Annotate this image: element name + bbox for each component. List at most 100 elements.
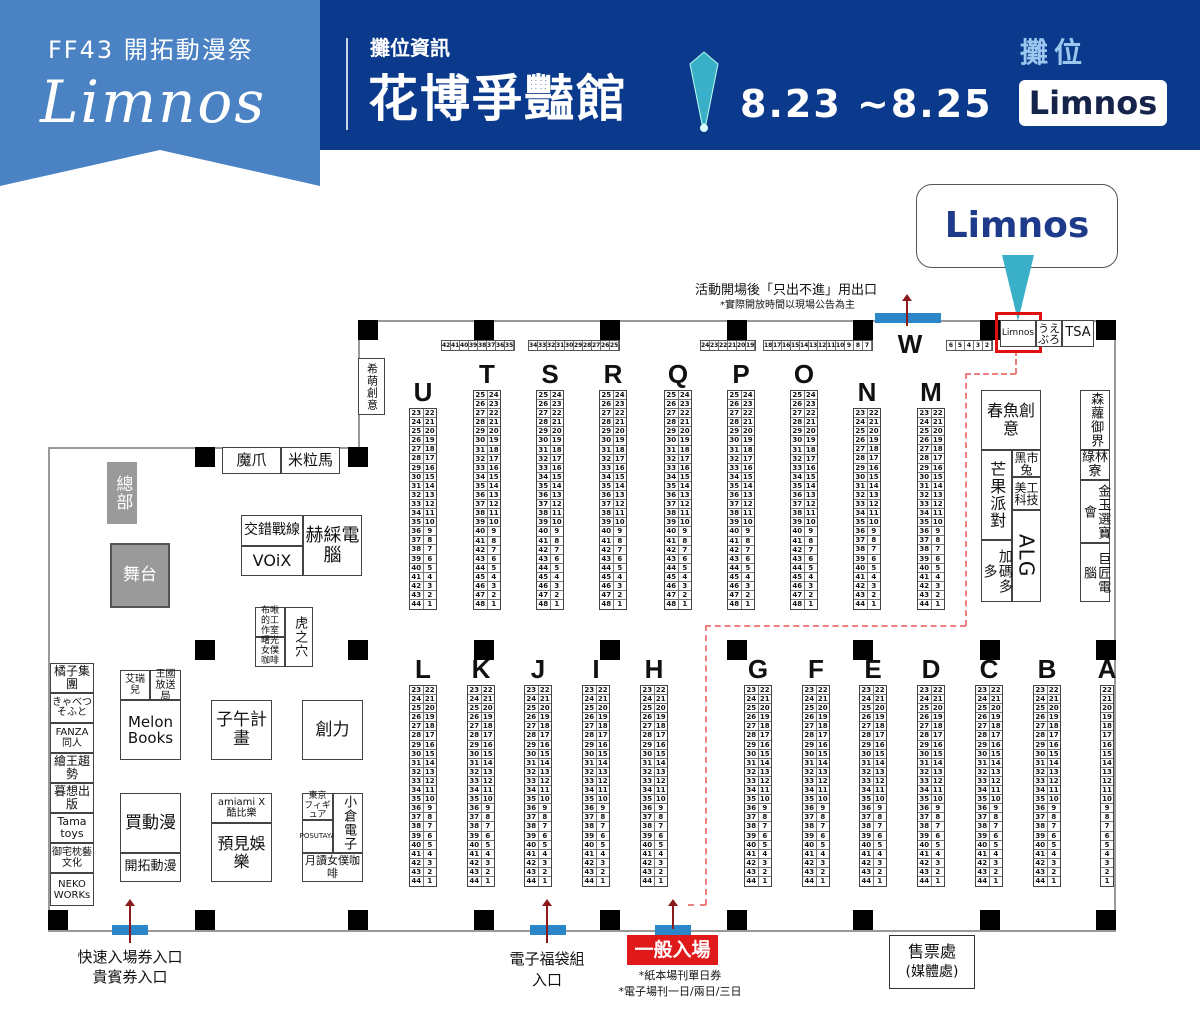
booth-cell[interactable]: 30: [525, 749, 539, 758]
booth-bujiu[interactable]: 布啾的工作室: [255, 606, 285, 637]
booth-cell[interactable]: 7: [554, 545, 560, 554]
booth-cell[interactable]: 34: [791, 472, 805, 481]
booth-cell[interactable]: 48: [728, 600, 742, 610]
booth-cell[interactable]: 7: [617, 545, 623, 554]
booth-cell[interactable]: 19: [990, 713, 1001, 722]
booth-cell[interactable]: 44: [583, 876, 597, 887]
booth-cell[interactable]: 36: [1034, 804, 1048, 813]
booth-cell[interactable]: 37: [918, 813, 932, 822]
booth-cell[interactable]: 17: [655, 731, 666, 740]
booth-cell[interactable]: 17: [932, 731, 943, 740]
booth-cell[interactable]: 2: [877, 867, 883, 876]
booth-cell[interactable]: 14: [817, 758, 828, 767]
booth-cell[interactable]: 3: [871, 581, 877, 590]
booth-cell[interactable]: 18: [932, 722, 943, 731]
booth-cell[interactable]: 44: [976, 876, 990, 887]
booth-maidongman[interactable]: 買動漫: [120, 793, 181, 853]
booth-cell[interactable]: 44: [600, 563, 614, 572]
booth-airuier[interactable]: 艾瑞兒: [120, 670, 150, 700]
booth-cell[interactable]: 7: [877, 822, 883, 831]
booth-cell[interactable]: 25: [854, 427, 868, 436]
booth-cell[interactable]: 17: [597, 731, 608, 740]
booth-cell[interactable]: 8: [808, 536, 814, 545]
booth-cell[interactable]: 39: [468, 831, 482, 840]
booth-cell[interactable]: 43: [474, 554, 488, 563]
booth-cell[interactable]: 23: [410, 409, 424, 418]
booth-cell[interactable]: 3: [1104, 858, 1110, 867]
booth-cell[interactable]: 23: [803, 686, 817, 695]
booth-cell[interactable]: 44: [410, 876, 424, 887]
booth-cell[interactable]: 20: [805, 427, 816, 436]
booth-cell[interactable]: 13: [482, 767, 493, 776]
booth-cell[interactable]: 15: [791, 341, 800, 350]
booth-cell[interactable]: 10: [614, 518, 625, 527]
booth-cell[interactable]: 24: [583, 695, 597, 704]
booth-cell[interactable]: 6: [871, 554, 877, 563]
booth-cell[interactable]: 25: [976, 704, 990, 713]
booth-cell[interactable]: 23: [854, 409, 868, 418]
booth-cell[interactable]: 4: [542, 849, 548, 858]
booth-cell[interactable]: 11: [488, 509, 499, 518]
booth-cell[interactable]: 1: [935, 599, 941, 608]
booth-cell[interactable]: 15: [597, 749, 608, 758]
booth-cell[interactable]: 18: [551, 445, 562, 454]
booth-jiama[interactable]: 加碼多多: [981, 540, 1013, 602]
booth-cell[interactable]: 8: [600, 813, 606, 822]
booth-cell[interactable]: 42: [918, 858, 932, 867]
booth-cell[interactable]: 11: [1102, 786, 1112, 795]
booth-cell[interactable]: 42: [854, 581, 868, 590]
general-entrance-door[interactable]: [655, 925, 691, 935]
booth-cell[interactable]: 5: [1051, 840, 1057, 849]
booth-tama[interactable]: Tama toys: [50, 813, 94, 843]
booth-cell[interactable]: 11: [424, 509, 435, 518]
booth-cell[interactable]: 17: [805, 454, 816, 463]
booth-cell[interactable]: 14: [874, 758, 885, 767]
booth-cell[interactable]: 26: [854, 436, 868, 445]
booth-cell[interactable]: 7: [808, 545, 814, 554]
booth-cell[interactable]: 25: [525, 704, 539, 713]
booth-cell[interactable]: 16: [742, 463, 753, 472]
booth-cell[interactable]: 26: [665, 400, 679, 409]
booth-cell[interactable]: 14: [482, 758, 493, 767]
booth-cell[interactable]: 16: [868, 463, 879, 472]
booth-cell[interactable]: 32: [410, 767, 424, 776]
booth-cell[interactable]: 7: [427, 545, 433, 554]
booth-cell[interactable]: 42: [468, 858, 482, 867]
booth-cell[interactable]: 14: [742, 481, 753, 490]
booth-cell[interactable]: 24: [918, 418, 932, 427]
booth-cell[interactable]: 20: [817, 704, 828, 713]
booth-cell[interactable]: 25: [474, 391, 488, 400]
booth-cell[interactable]: 22: [655, 686, 666, 694]
booth-cell[interactable]: 26: [918, 713, 932, 722]
booth-cell[interactable]: 10: [990, 795, 1001, 804]
booth-yuedu[interactable]: 月讀女僕咖啡: [302, 853, 363, 882]
booth-cell[interactable]: 25: [665, 391, 679, 400]
booth-cell[interactable]: 27: [468, 722, 482, 731]
booth-cell[interactable]: 11: [1048, 786, 1059, 795]
booth-cell[interactable]: 17: [539, 731, 550, 740]
booth-melon[interactable]: Melon Books: [120, 700, 181, 760]
booth-cell[interactable]: 36: [496, 341, 505, 350]
booth-cell[interactable]: 39: [583, 831, 597, 840]
booth-cell[interactable]: 13: [488, 491, 499, 500]
booth-cell[interactable]: 31: [1034, 758, 1048, 767]
booth-cell[interactable]: 35: [728, 481, 742, 491]
booth-cell[interactable]: 11: [614, 509, 625, 518]
booth-cell[interactable]: 26: [601, 341, 610, 350]
booth-cell[interactable]: 13: [597, 767, 608, 776]
booth-cell[interactable]: 19: [482, 713, 493, 722]
booth-cell[interactable]: 13: [817, 767, 828, 776]
booth-cell[interactable]: 39: [918, 831, 932, 840]
booth-cell[interactable]: 32: [547, 341, 556, 350]
booth-cell[interactable]: 9: [871, 527, 877, 536]
booth-cell[interactable]: 18: [655, 722, 666, 731]
booth-cell[interactable]: 2: [658, 867, 664, 876]
booth-cell[interactable]: 7: [820, 822, 826, 831]
booth-cell[interactable]: 5: [600, 840, 606, 849]
booth-amiami[interactable]: amiami X 酷比樂: [211, 793, 272, 823]
booth-cell[interactable]: 34: [918, 786, 932, 795]
booth-cell[interactable]: 26: [728, 400, 742, 409]
booth-cell[interactable]: 8: [542, 813, 548, 822]
booth-cell[interactable]: 40: [474, 527, 488, 536]
booth-cell[interactable]: 1: [682, 600, 688, 609]
